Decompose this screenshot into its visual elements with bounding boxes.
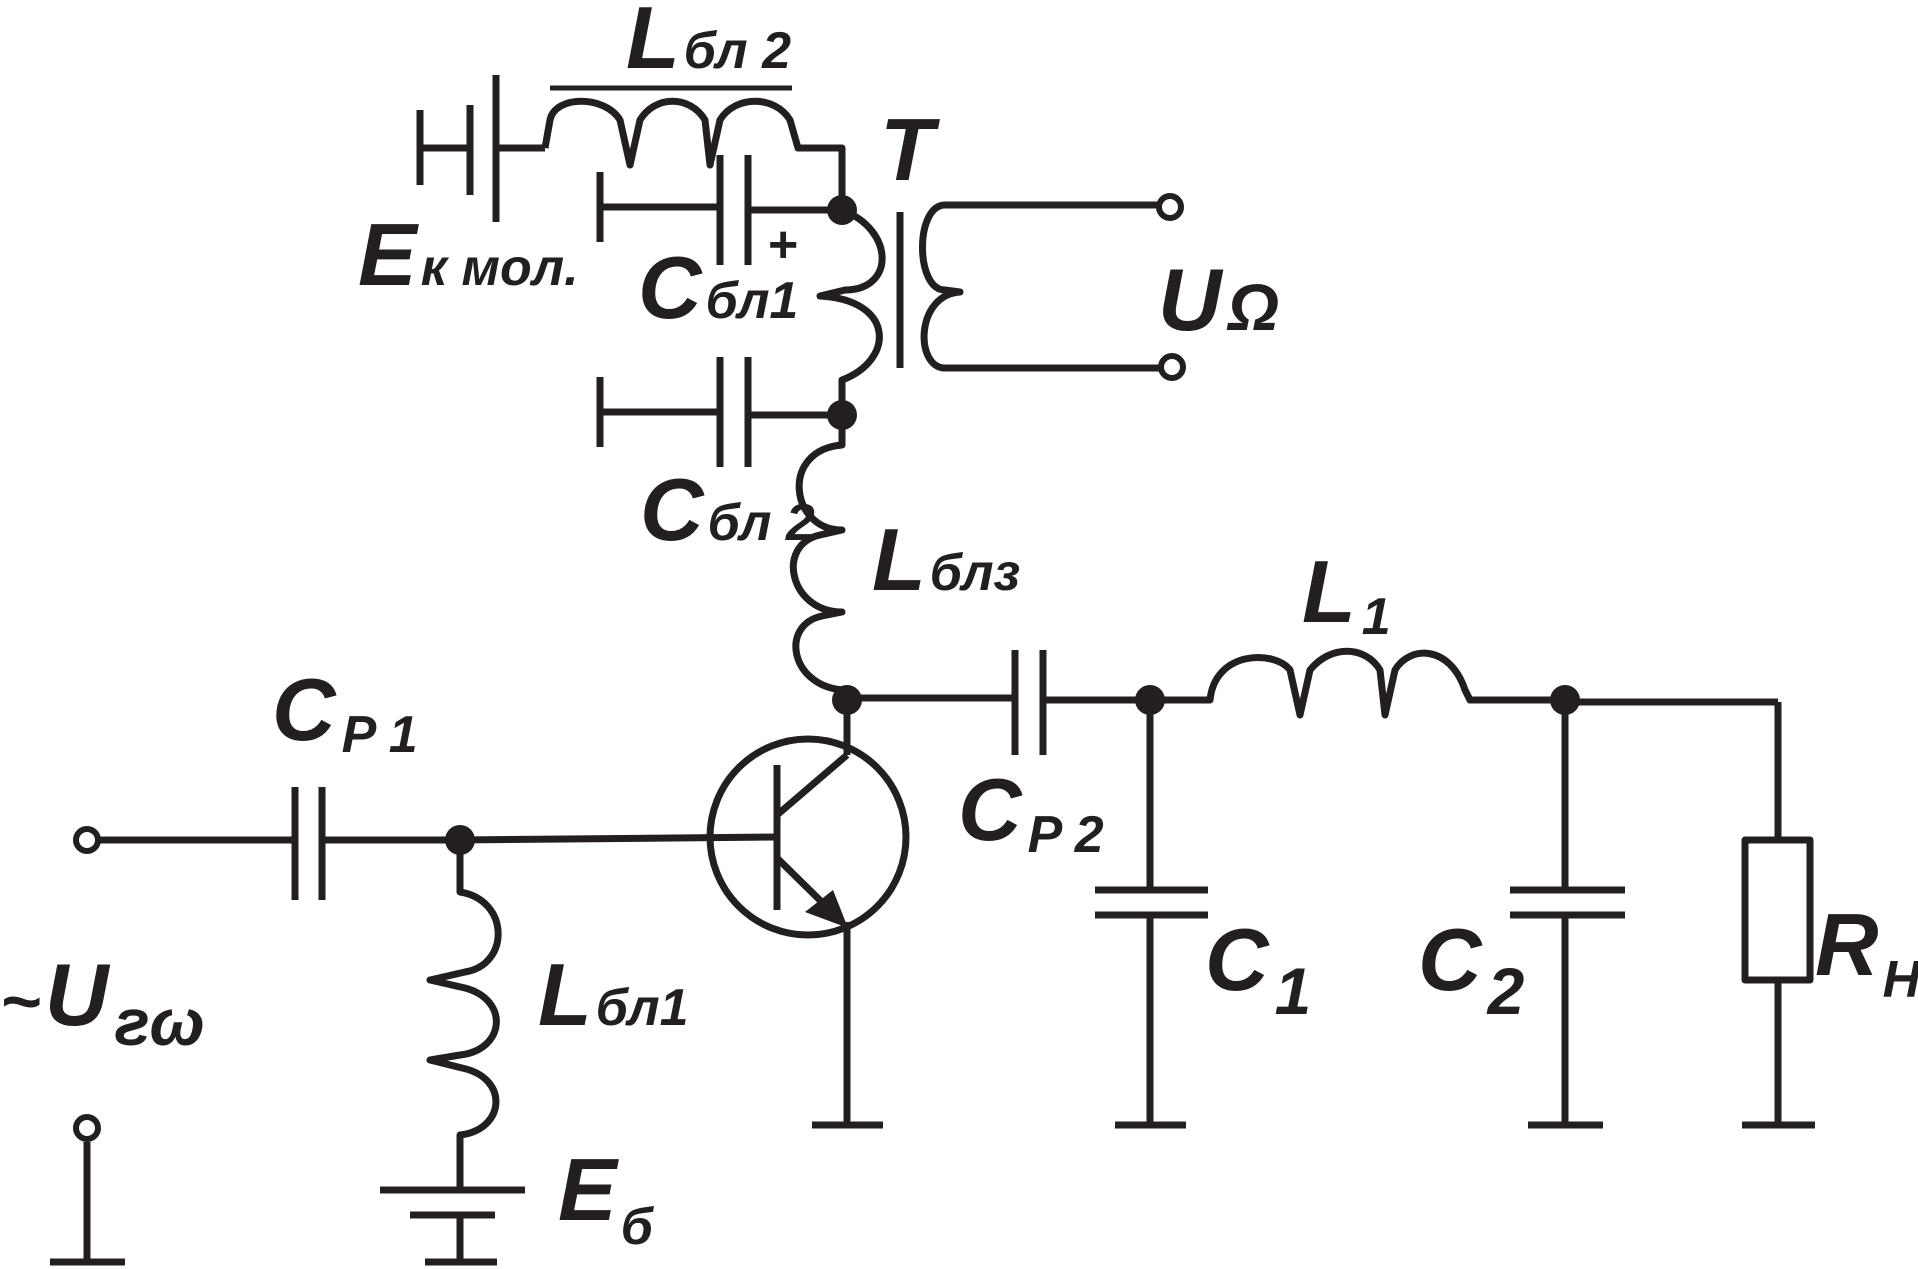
label-l-bl2: Lбл 2 (626, 0, 791, 87)
battery-e-k-mol (416, 75, 545, 222)
label-u-omega: UΩ (1158, 250, 1279, 349)
label-u-g-omega: ~Uгω (0, 945, 205, 1059)
label-t: T (880, 100, 940, 199)
battery-e-b (380, 1186, 525, 1266)
input-ground-terminal (73, 1114, 101, 1142)
junction-dots (445, 195, 1580, 855)
label-e-b: Eб (558, 1140, 655, 1256)
label-c2: C2 (1418, 910, 1525, 1028)
capacitor-c-bl2 (596, 357, 842, 467)
inductor-l-bl3 (789, 415, 846, 698)
junction-dot (445, 825, 475, 855)
capacitor-c1 (1095, 700, 1208, 1129)
inductor-l-bl2 (541, 85, 846, 210)
transistor (706, 698, 910, 1129)
junction-dot (827, 195, 857, 225)
label-l-bl3: Lблз (872, 510, 1020, 609)
output-terminal-bottom (1158, 353, 1186, 381)
label-e-k-mol: Eк мол. (358, 205, 579, 304)
capacitor-c-bl1 (596, 155, 842, 265)
label-r-n: RH (1815, 895, 1918, 1009)
coupling-capacitor-c-p2 (842, 650, 1150, 755)
junction-dot (1135, 685, 1165, 715)
coupling-capacitor-c-p1 (100, 787, 778, 900)
label-c1: C1 (1205, 910, 1311, 1028)
label-l-bl1: Lбл1 (538, 945, 689, 1044)
inductor-l-bl1 (426, 840, 502, 1190)
terminals (73, 193, 1186, 1142)
output-terminal-top (1156, 193, 1184, 221)
label-c-bl1: Cбл1 (638, 238, 798, 337)
inductor-l1 (1150, 647, 1560, 719)
label-plus: + (768, 216, 798, 274)
transformer-t (816, 201, 1170, 415)
label-c-bl2: Cбл 2 (640, 460, 815, 559)
input-terminal (73, 826, 101, 854)
signal-ground (50, 1142, 125, 1266)
resistor-r-n (1565, 698, 1815, 1129)
junction-dot (827, 400, 857, 430)
junction-dot (1550, 685, 1580, 715)
capacitor-c2 (1510, 700, 1625, 1129)
junction-dot (832, 685, 862, 715)
